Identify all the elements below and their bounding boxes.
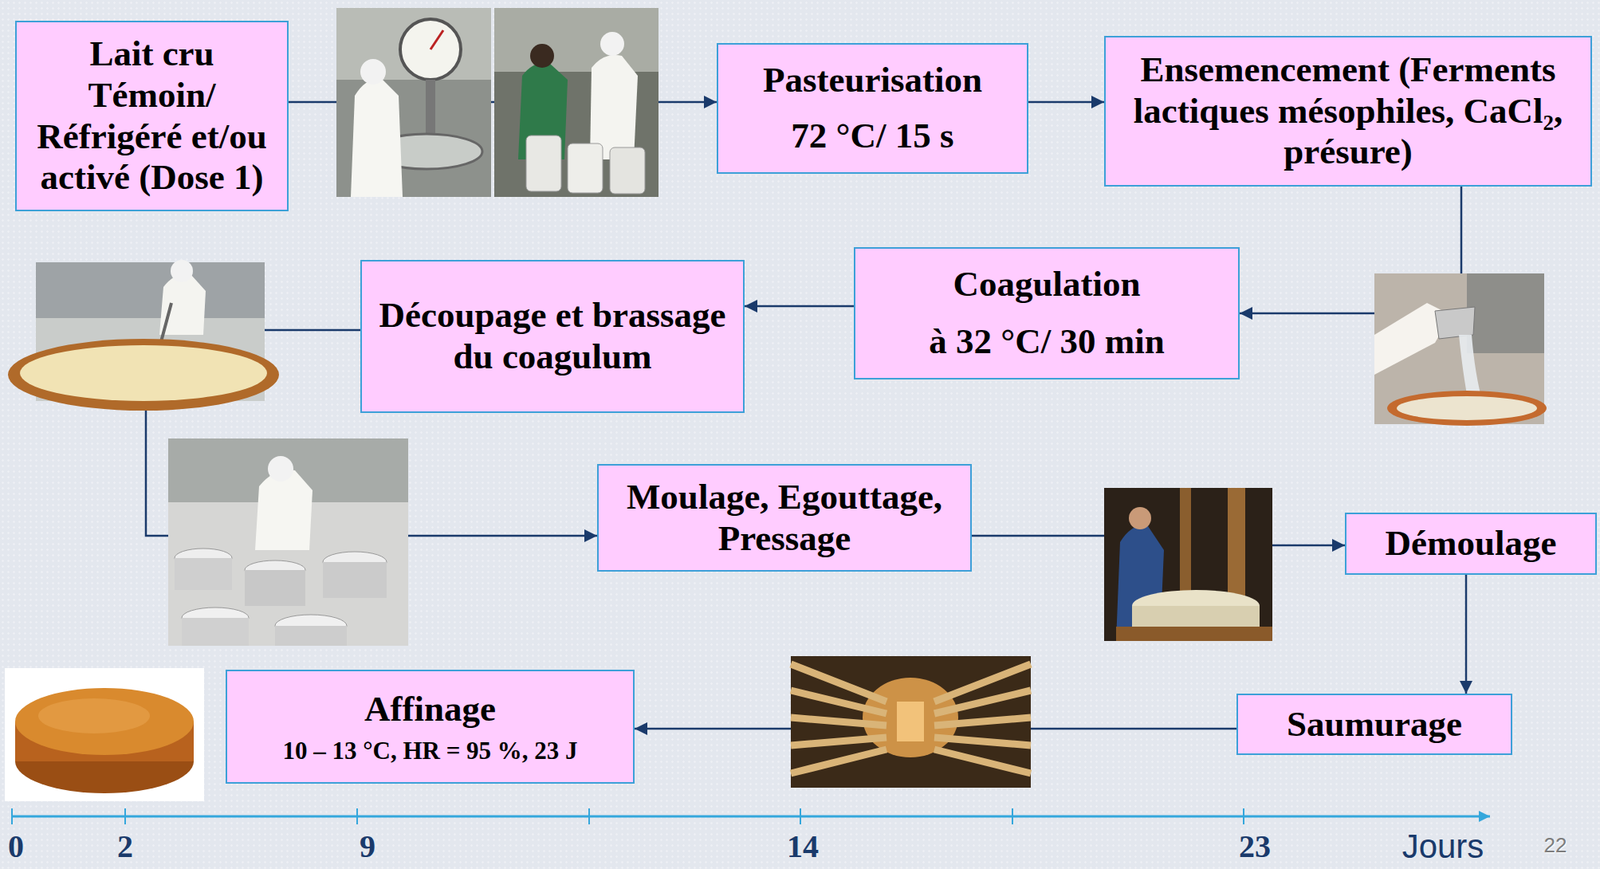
cellar-light <box>862 677 959 758</box>
photo-background <box>790 656 1031 788</box>
process-box: Lait cru Témoin/ Réfrigéré et/ou activé … <box>15 20 289 212</box>
scale-post <box>425 79 436 136</box>
box-title: Affinage <box>364 688 496 731</box>
mould <box>174 558 232 590</box>
box-detail: 10 – 13 °C, HR = 95 %, 23 J <box>282 736 578 766</box>
box-title: Démoulage <box>1385 522 1557 565</box>
photo-pressing <box>1104 487 1273 641</box>
press-table <box>1116 626 1273 641</box>
mould <box>275 625 347 646</box>
scale-dial <box>400 19 461 80</box>
box-title: Découpage et brassage du coagulum <box>368 294 737 378</box>
label-slot: 23 <box>1238 830 1271 863</box>
label-slot: 14 <box>786 830 819 863</box>
timeline-tick <box>1011 808 1014 825</box>
box-title: Moulage, Egouttage, Pressage <box>605 476 964 560</box>
timeline-tick <box>588 808 590 825</box>
process-box: Saumurage <box>1236 693 1513 755</box>
process-box: Pasteurisation 72 °C/ 15 s <box>716 43 1029 174</box>
process-box: Découpage et brassage du coagulum <box>360 259 745 413</box>
vat-rim <box>7 338 280 411</box>
photo-moulding <box>168 438 409 646</box>
worker-cap <box>170 259 193 283</box>
mould <box>181 617 249 646</box>
curd-surface <box>19 345 268 401</box>
box-title: Pasteurisation <box>762 59 983 102</box>
photo-cellar <box>790 656 1031 788</box>
timeline-tick <box>799 808 802 825</box>
box-title: Saumurage <box>1286 703 1463 746</box>
photo-wall <box>35 262 265 319</box>
scale-needle <box>430 30 444 50</box>
milk-can <box>567 143 603 193</box>
photo-background <box>494 7 659 197</box>
photo-milk-reception <box>336 7 659 197</box>
mould <box>244 570 306 606</box>
timeline-tick <box>356 808 358 825</box>
worker-cap <box>600 31 625 56</box>
process-box: Ensemencement (Ferments lactiques mésoph… <box>1104 35 1593 187</box>
cheese-top <box>15 687 194 755</box>
cellar-shelf-left <box>790 664 887 774</box>
worker-coat <box>255 469 313 551</box>
label-slot: 22 <box>1544 834 1568 856</box>
timeline-day: 2 <box>117 828 134 865</box>
photo-wall <box>336 7 492 80</box>
box-detail: à 32 °C/ 30 min <box>928 321 1165 363</box>
cheese-wheel-side <box>1132 605 1260 627</box>
process-box: Affinage 10 – 13 °C, HR = 95 %, 23 J <box>225 669 635 784</box>
photo-background <box>168 438 409 646</box>
box-title: Ensemencement (Ferments lactiques mésoph… <box>1112 49 1585 173</box>
label-slot: 0 <box>7 830 24 863</box>
worker-head <box>1128 507 1152 530</box>
cheese-highlight <box>38 698 150 734</box>
photo-cutting <box>7 259 280 411</box>
timeline-day: 23 <box>1238 828 1271 865</box>
timeline-tick <box>124 808 126 825</box>
page-number: 22 <box>1544 833 1568 858</box>
box-title: Lait cru Témoin/ Réfrigéré et/ou activé … <box>23 33 281 199</box>
milk-surface <box>1396 396 1538 421</box>
photo-background <box>1104 487 1273 641</box>
vat-rim <box>1387 390 1547 426</box>
cellar-end <box>896 701 924 742</box>
timeline-day: 9 <box>359 828 376 865</box>
cheese-picture <box>4 668 205 802</box>
worker-head <box>530 43 555 68</box>
timeline-unit: Jours <box>1402 827 1485 865</box>
box-title: Coagulation <box>952 263 1141 306</box>
flow-arrow <box>1028 101 1105 104</box>
label-slot: 9 <box>359 830 376 863</box>
process-box: Démoulage <box>1344 512 1597 575</box>
process-box: Moulage, Egouttage, Pressage <box>597 463 972 572</box>
photo-background <box>4 668 205 802</box>
worker-cap <box>267 456 294 482</box>
press-screw <box>1179 487 1192 608</box>
worker-coat <box>350 78 403 197</box>
timeline-tick <box>11 808 13 825</box>
timeline-day: 0 <box>7 828 24 865</box>
photo-machine <box>1466 273 1545 354</box>
timeline-tick <box>1242 808 1245 825</box>
photo-background <box>336 7 492 197</box>
photo-seeding <box>1374 273 1547 426</box>
label-slot: 2 <box>117 830 134 863</box>
flow-arrow <box>1465 574 1468 694</box>
worker-cap <box>360 58 386 85</box>
label-slot: Jours <box>1402 829 1485 864</box>
milk-can <box>609 147 645 194</box>
jug <box>1434 306 1475 339</box>
photo-wall <box>494 7 659 72</box>
timeline <box>11 808 1490 825</box>
milk-can <box>526 135 562 192</box>
mould <box>322 562 387 598</box>
timeline-day: 14 <box>786 828 819 865</box>
flow-arrow <box>744 305 854 308</box>
timeline-axis <box>11 815 1490 818</box>
process-box: Coagulation à 32 °C/ 30 min <box>853 247 1240 380</box>
cellar-shelf-right <box>934 664 1031 774</box>
box-detail: 72 °C/ 15 s <box>790 115 954 158</box>
